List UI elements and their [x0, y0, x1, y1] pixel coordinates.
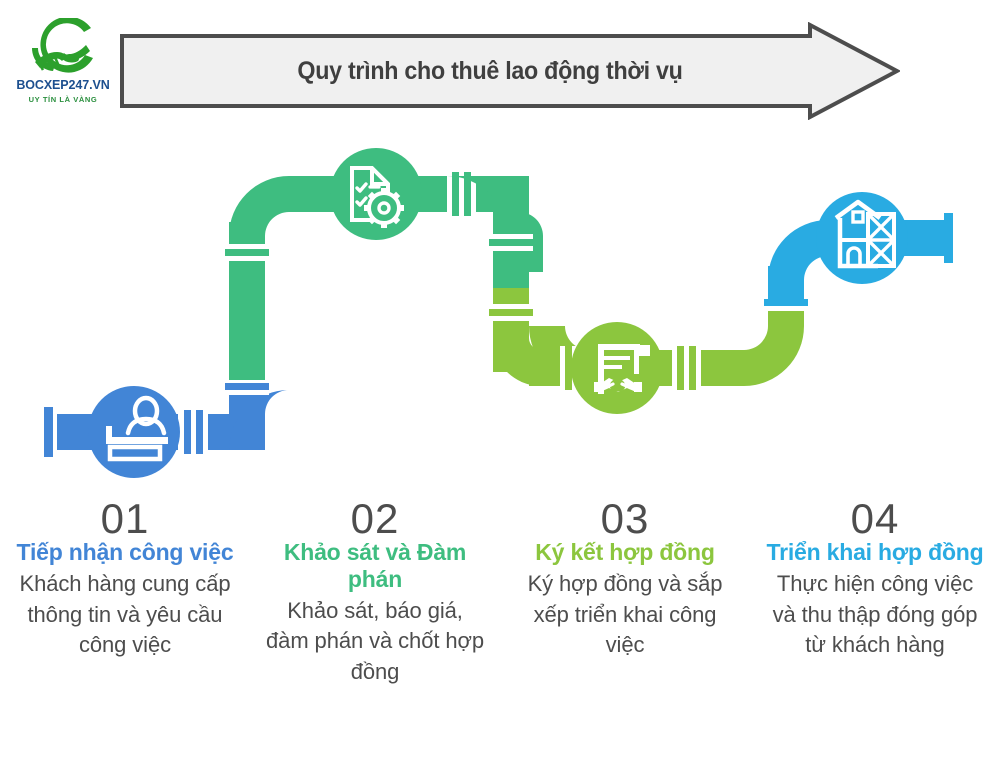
pipeline-node-3 [571, 322, 663, 414]
site-logo: BOCXEP247.VN UY TÍN LÀ VÀNG [8, 18, 118, 104]
step-number: 01 [100, 495, 150, 542]
hands-circle-logo-icon [32, 18, 93, 73]
step-number: 04 [850, 495, 900, 542]
pipeline-node-1 [88, 386, 180, 478]
step-title: Khảo sát và Đàm phán [283, 538, 467, 592]
arrow-banner-shape [120, 21, 902, 121]
step-column-1: 01 Tiếp nhận công việc Khách hàng cung c… [0, 495, 250, 784]
step-title: Tiếp nhận công việc [16, 538, 234, 565]
header-arrow-banner: Quy trình cho thuê lao động thời vụ [120, 21, 902, 121]
logo-tagline: UY TÍN LÀ VÀNG [28, 95, 98, 104]
logo-wordmark: BOCXEP247.VN [16, 78, 110, 92]
step-description: Thực hiện công việc và thu thập đóng góp… [772, 570, 978, 658]
step-title: Ký kết hợp đồng [535, 538, 715, 565]
pipeline-node-4 [816, 192, 908, 284]
step-description: Khách hàng cung cấp thông tin và yêu cầu… [19, 570, 231, 658]
step-number: 02 [350, 495, 400, 542]
pipeline-node-2 [330, 148, 422, 240]
pipeline-graphic [44, 148, 953, 478]
step-number: 03 [600, 495, 650, 542]
step-column-2: 02 Khảo sát và Đàm phán Khảo sát, báo gi… [250, 495, 500, 784]
pipeline-diagram [0, 126, 1000, 496]
step-description: Ký hợp đồng và sắp xếp triển khai công v… [527, 570, 723, 658]
steps-row: 01 Tiếp nhận công việc Khách hàng cung c… [0, 495, 1000, 784]
step-title: Triển khai hợp đồng [766, 538, 984, 565]
step-column-3: 03 Ký kết hợp đồng Ký hợp đồng và sắp xế… [500, 495, 750, 784]
step-column-4: 04 Triển khai hợp đồng Thực hiện công vi… [750, 495, 1000, 784]
step-description: Khảo sát, báo giá, đàm phán và chốt hợp … [266, 597, 484, 685]
page-title: Quy trình cho thuê lao động thời vụ [297, 56, 683, 85]
